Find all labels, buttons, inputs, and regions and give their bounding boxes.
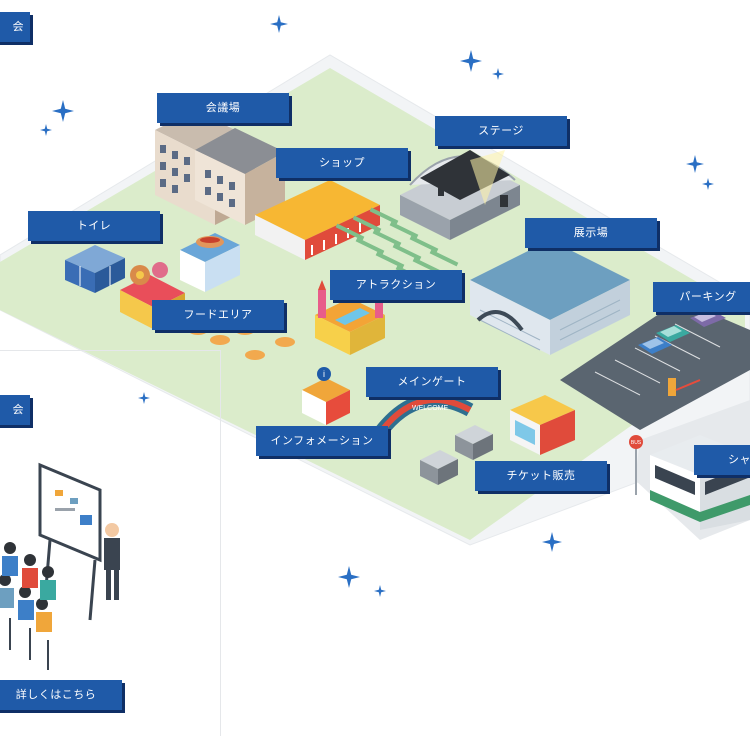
sparkle-icon [542,532,562,552]
exhibition-hall [470,240,630,355]
ticket-benches [420,425,493,485]
gate-banner-text: WELCOME [412,405,449,412]
sparkle-icon [270,15,288,33]
bus-stop-sign: BUS [629,435,643,495]
parked-car [656,325,690,342]
sparkle-icon [492,68,504,80]
label-left-cut[interactable]: 会 [0,395,30,425]
parked-car [690,310,726,327]
label-stage[interactable]: ステージ [435,116,567,146]
sparkle-icon [374,585,386,597]
conference-building [155,110,285,225]
stage-structure [400,150,520,240]
info-panel-frame [0,350,221,736]
ticket-booth [510,395,575,455]
sparkle-icon [338,566,360,588]
label-parking[interactable]: パーキング [653,282,750,312]
label-shop[interactable]: ショップ [276,148,408,178]
label-shuttle-cut[interactable]: シャ [694,445,750,475]
sparkle-icon [40,124,52,136]
sparkle-icon [460,50,482,72]
label-food-area[interactable]: フードエリア [152,300,284,330]
sparkle-icon [686,155,704,173]
label-attraction[interactable]: アトラクション [330,270,462,300]
sparkle-icon [702,178,714,190]
info-kiosk-sign: i [323,369,325,379]
seminar-illustration [0,462,120,670]
label-ticket-sales[interactable]: チケット販売 [475,461,607,491]
label-information[interactable]: インフォメーション [256,426,388,456]
label-exhibition-hall[interactable]: 展示場 [525,218,657,248]
sparkle-icon [138,392,150,404]
shop-stalls [255,180,380,260]
label-toilet[interactable]: トイレ [28,211,160,241]
label-meeting-hall[interactable]: 会議場 [157,93,289,123]
toilet-booths [65,245,125,293]
sparkle-icon [52,100,74,122]
info-kiosk: i [302,367,350,425]
bus-stop-text: BUS [631,440,642,446]
parking-lot [560,300,750,430]
label-main-gate[interactable]: メインゲート [366,367,498,397]
parked-car [638,337,672,354]
food-truck-hotdog [180,233,240,292]
bouncy-castle [315,280,385,355]
details-button[interactable]: 詳しくはこちら [0,680,122,710]
label-top-left-cut[interactable]: 会 [0,12,30,42]
